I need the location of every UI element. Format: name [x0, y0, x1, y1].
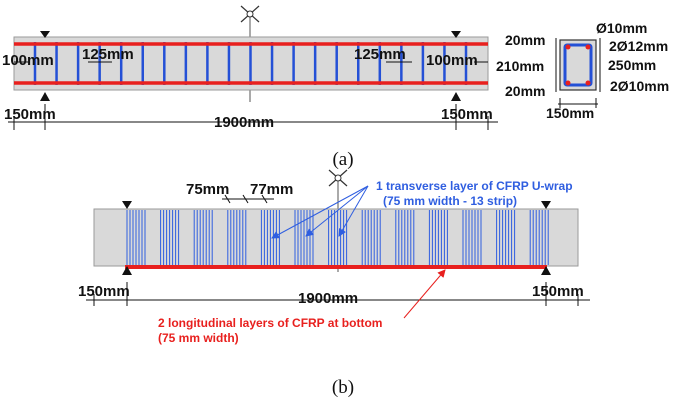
section-top-bar-left [565, 44, 571, 50]
cfrp-uwrap-strip [227, 210, 247, 265]
support-label-left-a: 150mm [4, 106, 56, 123]
panel-b: 75mm 77mm 1 transverse layer of CFRP U-w… [78, 169, 590, 398]
caption-b: (b) [332, 377, 354, 398]
load-symbol-a-hub [246, 10, 254, 18]
section-inner-height-label: 210mm [496, 58, 544, 74]
top-support-right-b [541, 201, 551, 209]
section-height-label: 250mm [608, 57, 656, 73]
cfrp-uwrap-strip [428, 210, 448, 265]
support-left-a [40, 92, 50, 101]
uwrap-note-line2: (75 mm width - 13 strip) [383, 194, 517, 208]
top-support-left-b [122, 201, 132, 209]
section-bottom-bar-right [585, 80, 591, 86]
long-note-line2: (75 mm width) [158, 331, 239, 345]
section-stirrup [563, 43, 593, 87]
caption-a: (a) [332, 149, 353, 170]
spacing-label-right-a: 125mm [354, 46, 406, 63]
section-bottom-bars-label: 2Ø10mm [610, 78, 669, 94]
cfrp-uwrap-strip [294, 210, 314, 265]
long-pointer [403, 269, 446, 319]
panel-a: 125mm 125mm 100mm 100mm 150mm 150mm 1900… [2, 5, 669, 170]
cfrp-uwrap-strip [193, 210, 213, 265]
section-stirrup-label: Ø10mm [596, 20, 647, 36]
support-label-right-a: 150mm [441, 106, 493, 123]
strip-width-label: 75mm [186, 181, 229, 198]
section-top-cover-label: 20mm [505, 32, 545, 48]
cfrp-uwrap-strip [496, 210, 516, 265]
uwrap-pointer-1 [271, 185, 369, 239]
long-note-line1: 2 longitudinal layers of CFRP at bottom [158, 316, 382, 330]
spacing-label-left-a: 125mm [82, 46, 134, 63]
support-left-b [122, 266, 132, 275]
support-right-a [451, 92, 461, 101]
strip-dim-tick-1 [224, 194, 231, 204]
end-label-left-a: 100mm [2, 52, 54, 69]
cfrp-uwrap-strip [462, 210, 482, 265]
length-label-b: 1900mm [298, 290, 358, 307]
beam-b [93, 208, 579, 267]
end-label-right-a: 100mm [426, 52, 478, 69]
top-support-right-a [451, 31, 461, 38]
uwrap-pointer-3 [338, 185, 369, 237]
cfrp-uwrap-strip [126, 210, 146, 265]
strip-gap-label: 77mm [250, 181, 293, 198]
load-symbol-b-hub [334, 174, 342, 182]
support-label-left-b: 150mm [78, 283, 130, 300]
section-top-bars-label: 2Ø12mm [609, 38, 668, 54]
cfrp-uwrap-strip [328, 210, 348, 265]
support-label-right-b: 150mm [532, 283, 584, 300]
strip-dim-tick-2 [242, 194, 249, 204]
section-top-bar-right [585, 44, 591, 50]
stirrup-group [33, 42, 468, 85]
strip-dim-tick-3 [261, 194, 268, 204]
length-label-a: 1900mm [214, 114, 274, 131]
support-right-b [541, 266, 551, 275]
section-width-label: 150mm [546, 105, 594, 121]
cross-section [555, 38, 601, 108]
cfrp-uwrap-strip [395, 210, 415, 265]
uwrap-pointer-2 [305, 185, 369, 237]
section-bottom-cover-label: 20mm [505, 83, 545, 99]
top-support-left-a [40, 31, 50, 38]
cfrp-uwrap-strip [361, 210, 381, 265]
cfrp-strip-group [126, 210, 549, 265]
cfrp-uwrap-strip [160, 210, 180, 265]
cfrp-uwrap-strip [260, 210, 280, 265]
uwrap-note-line1: 1 transverse layer of CFRP U-wrap [376, 179, 573, 193]
cfrp-uwrap-strip [529, 210, 549, 265]
section-bottom-bar-left [565, 80, 571, 86]
